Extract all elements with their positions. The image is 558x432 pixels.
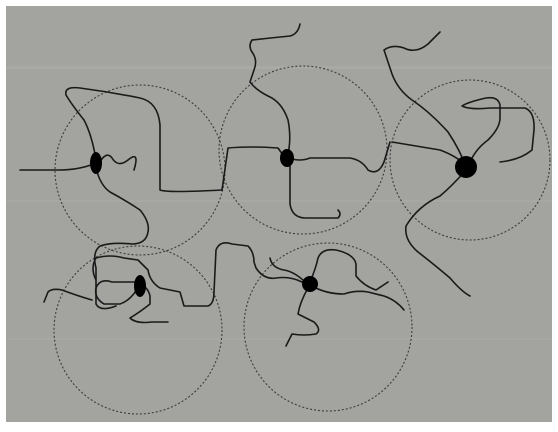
scan-band	[6, 200, 552, 202]
crosslink-node-4	[134, 275, 146, 297]
crosslink-node-3	[455, 156, 477, 178]
scan-band	[6, 338, 552, 340]
crosslink-node-5	[302, 276, 318, 292]
crosslink-node-1	[90, 152, 102, 174]
crosslink-node-2	[280, 149, 294, 167]
scan-band	[6, 66, 552, 69]
